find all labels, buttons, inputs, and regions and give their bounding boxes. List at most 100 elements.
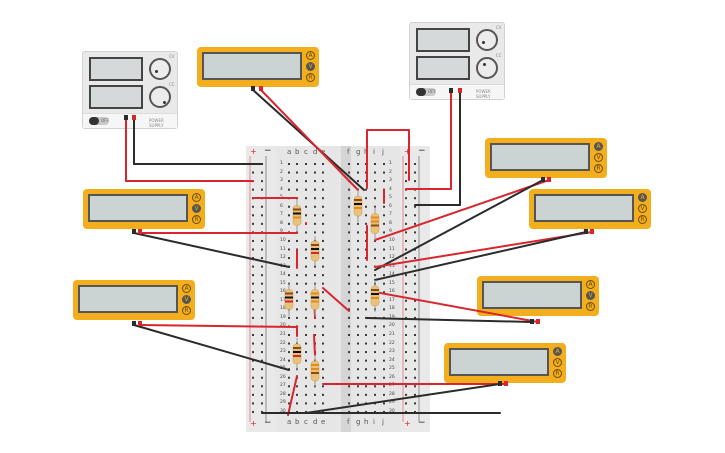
resistor-band[interactable] (293, 351, 301, 353)
mode-v-button[interactable]: V (306, 62, 315, 71)
mode-a-button[interactable]: A (638, 193, 647, 202)
hole (305, 368, 307, 371)
row-label: 16 (389, 289, 395, 295)
resistor-band[interactable] (293, 212, 301, 215)
multimeter[interactable]: A V R (197, 47, 319, 87)
mode-v-button[interactable]: V (638, 204, 647, 213)
column-label: d (313, 418, 318, 426)
red-wire[interactable] (374, 179, 550, 241)
resistor-band[interactable] (371, 216, 379, 219)
mode-r-button[interactable]: R (553, 369, 562, 378)
black-wire[interactable] (374, 231, 587, 281)
black-wire[interactable] (374, 179, 544, 271)
resistor-band[interactable] (371, 293, 379, 295)
mode-a-button[interactable]: A (586, 280, 595, 289)
red-wire[interactable] (287, 375, 298, 416)
resistor-band[interactable] (311, 296, 319, 299)
column-label: i (373, 418, 375, 426)
resistor-band[interactable] (354, 203, 362, 205)
mode-r-button[interactable]: R (594, 164, 603, 173)
voltage-knob[interactable] (476, 29, 498, 51)
resistor-band[interactable] (293, 347, 301, 349)
mode-v-button[interactable]: V (192, 204, 201, 213)
mode-a-button[interactable]: A (182, 284, 191, 293)
red-wire[interactable] (374, 231, 593, 268)
resistor-band[interactable] (311, 248, 319, 250)
red-wire[interactable] (139, 324, 298, 328)
mode-r-button[interactable]: R (182, 306, 191, 315)
probe-jack (547, 177, 551, 182)
resistor-band[interactable] (311, 372, 319, 374)
mode-r-button[interactable]: R (638, 215, 647, 224)
resistor-band[interactable] (311, 364, 319, 366)
hole (305, 402, 307, 405)
resistor-band[interactable] (371, 289, 379, 291)
brand-label: POWER SUPPLY (476, 89, 491, 99)
resistor-band[interactable] (293, 208, 301, 211)
multimeter[interactable]: A V R (83, 189, 205, 229)
resistor-band[interactable] (285, 300, 293, 303)
multimeter[interactable]: A V R (529, 189, 651, 229)
mode-v-button[interactable]: V (182, 295, 191, 304)
power-switch[interactable]: OFF (416, 88, 436, 96)
mode-v-button[interactable]: V (594, 153, 603, 162)
mode-r-button[interactable]: R (586, 302, 595, 311)
hole (365, 385, 367, 388)
multimeter[interactable]: A V R (485, 138, 607, 178)
mode-v-button[interactable]: V (553, 358, 562, 367)
mode-a-button[interactable]: A (553, 347, 562, 356)
hole (322, 282, 324, 285)
power-switch[interactable]: OFF (89, 117, 109, 125)
black-wire[interactable] (305, 383, 501, 414)
probe-jack (132, 321, 136, 326)
resistor-band[interactable] (311, 292, 319, 295)
resistor-band[interactable] (354, 199, 362, 201)
hole (365, 393, 367, 396)
current-knob[interactable] (149, 86, 171, 108)
hole (357, 385, 359, 388)
hole (383, 257, 385, 260)
hole (365, 299, 367, 302)
resistor-band[interactable] (311, 244, 319, 246)
red-wire[interactable] (322, 287, 350, 312)
hole (348, 393, 350, 396)
rail-hole (261, 274, 263, 277)
hole (348, 402, 350, 405)
multimeter[interactable]: A V R (73, 280, 195, 320)
resistor-band[interactable] (311, 368, 319, 370)
resistor-band[interactable] (311, 252, 319, 254)
voltage-knob[interactable] (149, 58, 171, 80)
rail-hole (405, 385, 407, 388)
mode-a-button[interactable]: A (594, 142, 603, 151)
mode-r-button[interactable]: R (192, 215, 201, 224)
row-label: 9 (389, 229, 392, 235)
red-wire[interactable] (313, 334, 316, 356)
resistor-band[interactable] (354, 207, 362, 209)
hole (365, 274, 367, 277)
power-supply[interactable]: CV CC OFF POWER SUPPLY (409, 22, 505, 100)
resistor-band[interactable] (371, 220, 379, 223)
red-wire[interactable] (374, 291, 539, 323)
multimeter[interactable]: A V R (444, 343, 566, 383)
resistor-band[interactable] (293, 216, 301, 219)
current-knob[interactable] (476, 57, 498, 79)
mode-r-button[interactable]: R (306, 73, 315, 82)
resistor-band[interactable] (371, 297, 379, 299)
mode-a-button[interactable]: A (192, 193, 201, 202)
hole (357, 222, 359, 225)
black-wire[interactable] (366, 317, 533, 323)
black-wire[interactable] (133, 232, 290, 268)
resistor-band[interactable] (285, 296, 293, 299)
mode-v-button[interactable]: V (586, 291, 595, 300)
black-wire[interactable] (133, 324, 290, 371)
resistor-band[interactable] (371, 224, 379, 227)
multimeter[interactable]: A V R (477, 276, 599, 316)
mode-a-button[interactable]: A (306, 51, 315, 60)
red-wire[interactable] (260, 89, 359, 191)
resistor-band[interactable] (311, 300, 319, 303)
resistor-band[interactable] (285, 292, 293, 295)
power-supply[interactable]: CV CC OFF POWER SUPPLY (82, 51, 178, 129)
probe-jack (124, 115, 128, 120)
resistor-band[interactable] (293, 355, 301, 357)
